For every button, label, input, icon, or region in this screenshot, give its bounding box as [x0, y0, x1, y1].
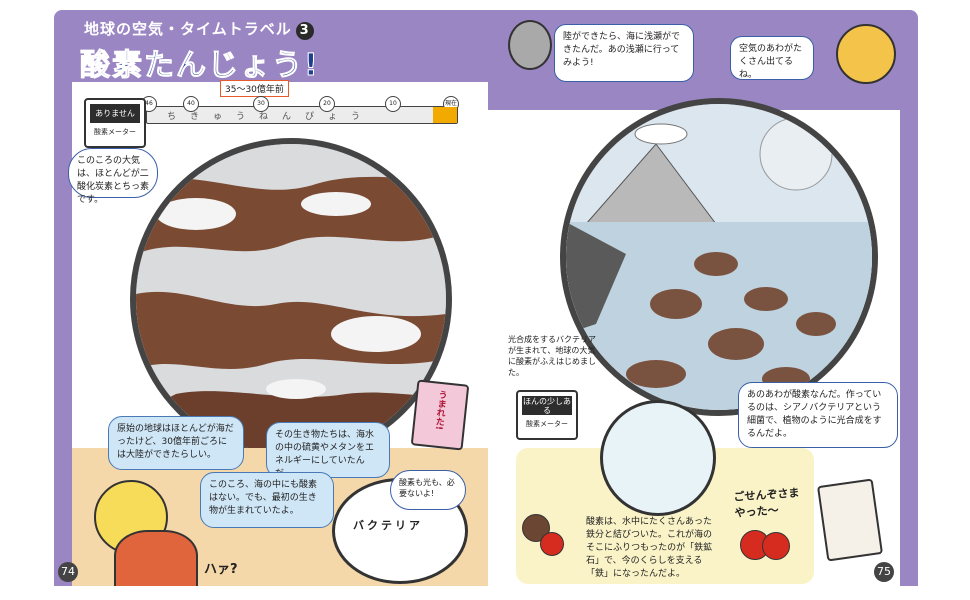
iron-ball-big-red	[762, 532, 790, 560]
oxygen-meter-value: ありません	[90, 104, 140, 123]
cyanobacteria-screen-character	[816, 478, 884, 562]
oxygen-explanation-bubble: あのあわが酸素なんだ。作っているのは、シアノバクテリアという細菌で、植物のように…	[738, 382, 898, 448]
screen-character: うまれた!	[410, 379, 470, 451]
page-title: 酸素たんじょう!	[80, 48, 320, 84]
grandpa-face	[508, 20, 552, 70]
bacteria-voice-bubble: 酸素も光も、必要ないよ!	[390, 470, 466, 510]
kid-bubble: 空気のあわがたくさん出てるね。	[730, 36, 814, 80]
bacteria-label: バクテリア	[353, 519, 423, 532]
iron-ball-red	[540, 532, 564, 556]
timeline-band-text: ちきゅうねんぴょう	[167, 112, 375, 122]
oxygen-meter-right: ほんの少しある 酸素メーター	[516, 390, 578, 440]
land-caption-bubble: 原始の地球はほとんどが海だったけど、30億年前ごろには大陸ができたらしい。	[108, 416, 244, 470]
iron-voice: ごせんぞさま やった～	[733, 486, 800, 520]
oxygen-meter: ありません 酸素メーター	[84, 98, 146, 148]
timeline-range-label: 35～30億年前	[220, 80, 289, 97]
right-page: 陸ができたら、海に浅瀬ができたんだ。あの浅瀬に行ってみよう! 空気のあわがたくさ…	[488, 10, 918, 586]
oxygen-meter-right-value: ほんの少しある	[522, 396, 572, 415]
series-number: 3	[295, 22, 314, 40]
bacteria-caption: 光合成をするバクテリアが生まれて、地球の大気に酸素がふえはじめました。	[508, 335, 596, 377]
timeline-tick: 30	[253, 96, 269, 112]
air-caption-bubble: このころの大気は、ほとんどが二酸化炭素とちっ素です。	[68, 148, 158, 205]
iron-explanation-text: 酸素は、水中にたくさんあった鉄分と結びついた。これが海のそこにふりつもったのが「…	[586, 517, 713, 579]
grandpa-bubble: 陸ができたら、海に浅瀬ができたんだ。あの浅瀬に行ってみよう!	[554, 24, 694, 82]
right-side-band	[900, 110, 918, 586]
shallow-sea-illustration	[560, 98, 878, 416]
oxygen-bubbles-closeup	[600, 400, 716, 516]
timeline-tick: 40	[183, 96, 199, 112]
series-title-text: 地球の空気・タイムトラベル	[84, 20, 292, 38]
page-number-left: 74	[58, 562, 78, 582]
stromatolite-sea-illustration	[566, 104, 872, 410]
oxygen-meter-right-label: 酸素メーター	[526, 420, 568, 428]
kid-face-right	[836, 24, 896, 84]
timeline-tick: 10	[385, 96, 401, 112]
early-earth-illustration	[130, 138, 452, 460]
gas-caption-bubble: その生き物たちは、海水の中の硫黄やメタンをエネルギーにしていたんだ。	[266, 422, 390, 479]
kid-voice: ハァ?	[204, 562, 238, 577]
sea-caption-bubble: このころ、海の中にも酸素はない。でも、最初の生き物が生まれていたよ。	[200, 472, 334, 528]
timeline: 46 40 30 20 10 現在 ちきゅうねんぴょう	[141, 96, 459, 124]
page-number-right: 75	[874, 562, 894, 582]
kid-redhead	[114, 530, 198, 586]
left-side-band	[54, 82, 72, 586]
volcanic-land-illustration	[136, 144, 446, 454]
oxygen-meter-label: 酸素メーター	[94, 128, 136, 136]
header-band	[54, 10, 488, 82]
timeline-tick: 20	[319, 96, 335, 112]
screen-character-text: うまれた!	[432, 389, 448, 431]
timeline-now-segment	[433, 107, 457, 123]
